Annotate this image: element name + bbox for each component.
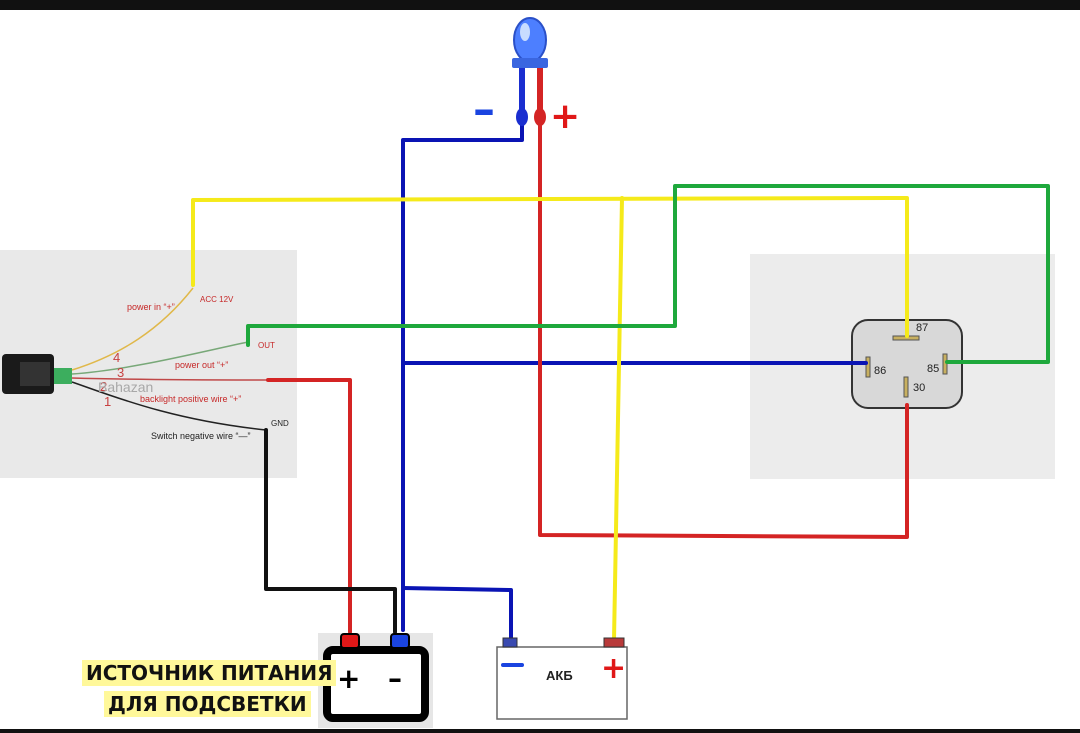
backlight-source-caption-line1: ИСТОЧНИК ПИТАНИЯ (82, 660, 337, 686)
wire-number-4: 4 (113, 350, 120, 365)
yellow-wire-acc (191, 196, 909, 338)
black-wire-gnd (264, 428, 397, 634)
backlight-label: backlight positive wire “+” (140, 394, 241, 404)
backlight-source-caption-line2: ДЛЯ ПОДСВЕТКИ (104, 691, 311, 717)
battery-plus-sign: + (601, 651, 626, 686)
gnd-label: GND (271, 419, 289, 428)
battery-label: АКБ (546, 668, 573, 683)
out-label: OUT (258, 341, 275, 350)
bottom-bar (0, 729, 1080, 733)
wire-number-1: 1 (104, 394, 111, 409)
blue-wire-battery (401, 586, 513, 642)
watermark: Bahazan (98, 379, 153, 395)
pin-87-label: 87 (916, 322, 928, 334)
relay-pin-labels: 87 86 85 30 (874, 322, 939, 394)
switch-leads (71, 287, 269, 431)
source-minus-sign: – (388, 662, 402, 695)
switch-negative-label: Switch negative wire “—” (151, 431, 251, 441)
power-out-label: power out “+” (175, 360, 228, 370)
yellow-wire-battery (612, 196, 624, 642)
top-bar (0, 0, 1080, 10)
led (512, 17, 548, 126)
switch-labels: 4 3 2 1 Bahazan power in “+” ACC 12V pow… (98, 295, 289, 441)
red-wire-led (538, 123, 909, 539)
wire-number-2: 2 (100, 379, 107, 394)
rocker-switch (2, 354, 72, 394)
wires (191, 123, 1050, 642)
led-plus-sign: + (550, 96, 580, 137)
blue-wire-led (401, 123, 524, 632)
red-wire-backlight (266, 378, 352, 634)
pin-85-label: 85 (927, 363, 939, 375)
led-minus-sign: – (473, 84, 495, 135)
green-wire-out (246, 184, 1050, 364)
source-plus-sign: + (337, 662, 360, 695)
pin-86-label: 86 (874, 365, 886, 377)
pin-30-label: 30 (913, 382, 925, 394)
wire-number-3: 3 (117, 365, 124, 380)
power-in-label: power in “+” (127, 302, 175, 312)
main-battery (496, 637, 628, 720)
acc-12v-label: ACC 12V (200, 295, 234, 304)
